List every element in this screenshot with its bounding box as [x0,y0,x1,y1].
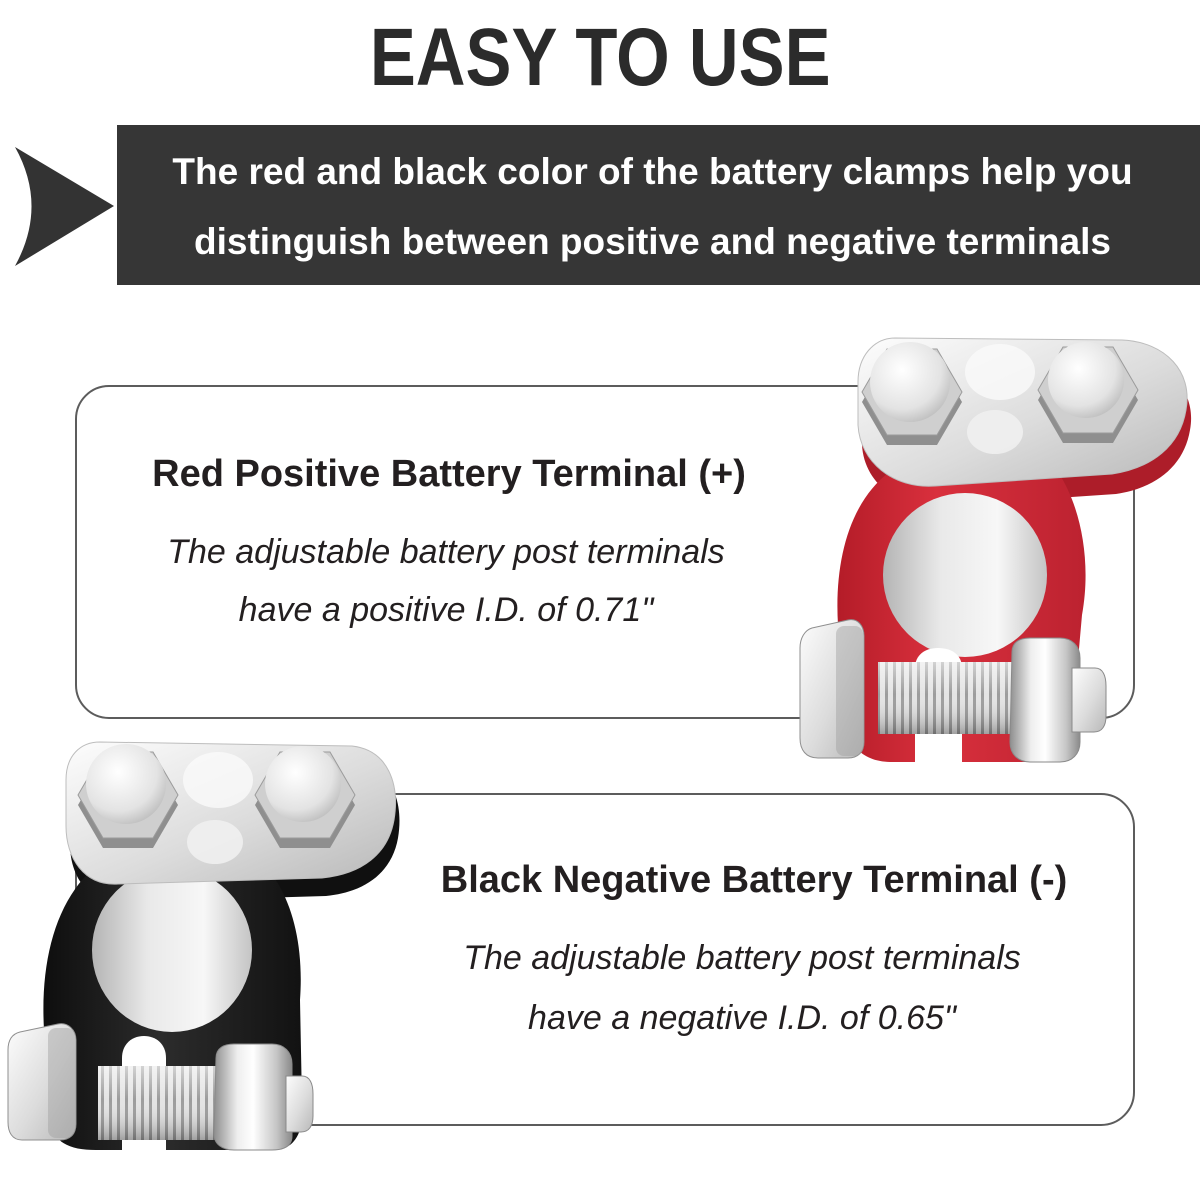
chevron-arrow-icon [15,147,114,266]
threaded-bolt [98,1066,222,1140]
card-title: Black Negative Battery Terminal (-) [440,859,1068,901]
banner-text-line: The red and black color of the battery c… [172,151,1133,192]
card-description-line: have a negative I.D. of 0.65" [528,999,956,1037]
clamp-hole [92,868,252,1032]
card-title: Red Positive Battery Terminal (+) [152,453,746,495]
card-description-line: The adjustable battery post terminals [463,939,1021,977]
page-title: EASY TO USE [369,12,831,103]
bolt-head [799,619,865,759]
red-battery-terminal-image [799,337,1192,763]
hex-bolt [254,746,356,848]
card-description-line: The adjustable battery post terminals [167,533,725,571]
hex-bolt [1037,342,1139,443]
card-description-line: have a positive I.D. of 0.71" [238,591,654,629]
bolt-head [7,1023,77,1141]
hex-bolt [861,342,963,445]
info-banner: The red and black color of the battery c… [117,125,1200,285]
hex-bolt [77,744,179,848]
nut [213,1043,314,1151]
title-bar: EASY TO USE [0,6,1200,110]
clamp-hole [883,493,1047,657]
banner-text-line: distinguish between positive and negativ… [194,221,1111,262]
threaded-bolt [878,662,1013,734]
nut [1009,637,1107,763]
black-battery-terminal-image [7,741,400,1151]
